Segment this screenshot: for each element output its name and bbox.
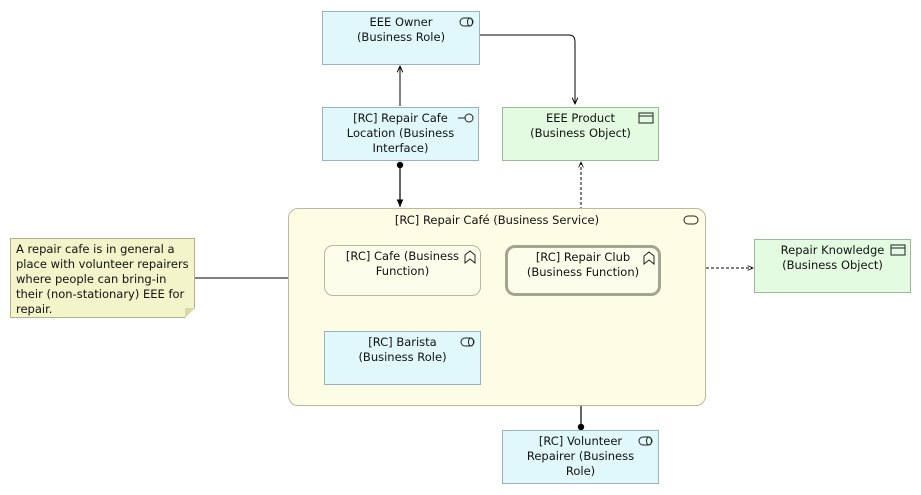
business-role-icon bbox=[460, 336, 476, 348]
business-role-icon bbox=[459, 16, 475, 28]
note[interactable]: A repair cafe is in general a place with… bbox=[10, 238, 195, 318]
business-function-icon bbox=[463, 250, 477, 264]
node-label: Repair Knowledge (Business Object) bbox=[780, 243, 885, 272]
node-eee-owner[interactable]: EEE Owner (Business Role) bbox=[322, 11, 480, 65]
business-role-icon bbox=[638, 435, 654, 447]
node-eee-product[interactable]: EEE Product (Business Object) bbox=[502, 107, 659, 161]
relation-association-owner-product[interactable] bbox=[479, 34, 575, 104]
node-label: [RC] Repair Café (Business Service) bbox=[394, 213, 600, 227]
node-label: [RC] Repair Cafe Location (Business Inte… bbox=[346, 111, 455, 155]
node-label: [RC] Cafe (Business Function) bbox=[345, 249, 460, 278]
business-object-icon bbox=[890, 244, 906, 256]
business-function-icon bbox=[642, 251, 656, 265]
node-label: [RC] Repair Club (Business Function) bbox=[526, 250, 640, 279]
node-label: [RC] Volunteer Repairer (Business Role) bbox=[526, 434, 635, 478]
note-fold bbox=[185, 308, 195, 318]
node-repair-club-function[interactable]: [RC] Repair Club (Business Function) bbox=[505, 245, 661, 296]
business-object-icon bbox=[638, 112, 654, 124]
node-repair-knowledge[interactable]: Repair Knowledge (Business Object) bbox=[754, 239, 911, 293]
node-label: EEE Product (Business Object) bbox=[530, 111, 631, 140]
node-label: EEE Owner (Business Role) bbox=[356, 15, 446, 44]
node-repair-cafe-location[interactable]: [RC] Repair Cafe Location (Business Inte… bbox=[322, 107, 479, 161]
node-volunteer-repairer[interactable]: [RC] Volunteer Repairer (Business Role) bbox=[502, 430, 659, 484]
business-interface-icon bbox=[458, 112, 474, 124]
node-label: [RC] Barista (Business Role) bbox=[358, 335, 447, 364]
assignment-dot bbox=[396, 161, 404, 169]
business-service-icon bbox=[683, 214, 699, 226]
note-text: A repair cafe is in general a place with… bbox=[16, 242, 189, 316]
node-cafe-function[interactable]: [RC] Cafe (Business Function) bbox=[324, 245, 481, 296]
node-barista[interactable]: [RC] Barista (Business Role) bbox=[324, 331, 481, 385]
